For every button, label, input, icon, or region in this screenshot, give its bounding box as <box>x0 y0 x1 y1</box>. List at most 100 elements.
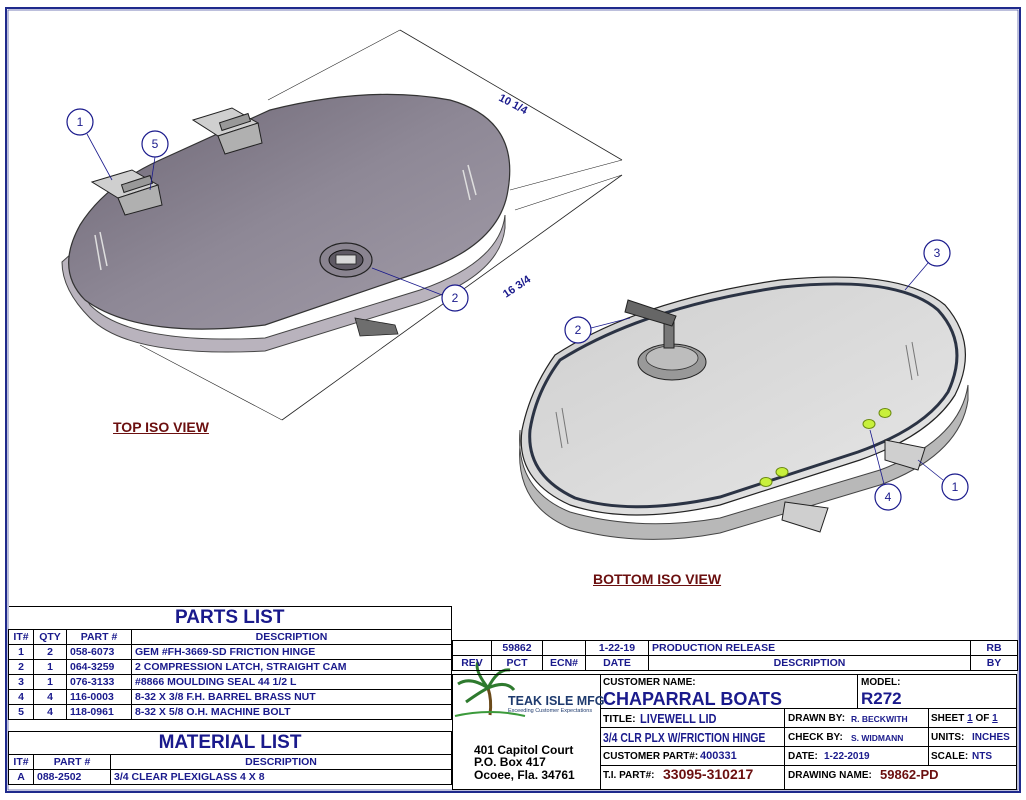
customer-label: CUSTOMER NAME: <box>603 677 696 688</box>
check-by-value: S. WIDMANN <box>851 733 904 743</box>
balloon-top-2: 2 <box>371 267 469 312</box>
balloon-top-1-label: 1 <box>77 115 84 129</box>
sheet-label: SHEET <box>931 713 965 724</box>
company-address-3: Ocoee, Fla. 34761 <box>474 768 575 782</box>
company-address-2: P.O. Box 417 <box>474 755 546 769</box>
ti-part-value: 33095-310217 <box>663 766 754 782</box>
parts-col-qty: QTY <box>33 629 67 645</box>
cell: 2 <box>8 659 34 675</box>
revision-header-row: REV PCT ECN# DATE DESCRIPTION BY <box>452 655 1018 671</box>
customer-part-label: CUSTOMER PART#: <box>603 751 699 762</box>
cell: 118-0961 <box>66 704 132 720</box>
material-col-it: IT# <box>8 754 34 770</box>
seal-moulding <box>528 282 959 509</box>
revision-row: 59862 1-22-19 PRODUCTION RELEASE RB <box>452 640 1018 656</box>
cell: 116-0003 <box>66 689 132 705</box>
material-col-desc: DESCRIPTION <box>110 754 452 770</box>
cell: 1 <box>33 674 67 690</box>
sheet-number: 1 <box>967 713 973 724</box>
dim-width-label: 10 1/4 <box>497 92 530 117</box>
parts-col-it: IT# <box>8 629 34 645</box>
title-label: TITLE: <box>603 713 636 725</box>
balloon-bottom-1: 1 <box>917 459 969 501</box>
rev-col-by: BY <box>970 655 1018 671</box>
cell: 088-2502 <box>33 769 111 785</box>
units-value: INCHES <box>972 732 1010 743</box>
balloon-bottom-3-label: 3 <box>934 246 941 260</box>
cell: 8-32 X 3/8 F.H. BARREL BRASS NUT <box>131 689 452 705</box>
parts-col-desc: DESCRIPTION <box>131 629 452 645</box>
sheet-border <box>5 7 1021 793</box>
balloon-bottom-4: 4 <box>869 429 902 511</box>
cell: 2 COMPRESSION LATCH, STRAIGHT CAM <box>131 659 452 675</box>
cell: A <box>8 769 34 785</box>
rev-col-rev: REV <box>452 655 492 671</box>
date-label: DATE: <box>788 751 818 762</box>
parts-list-title: PARTS LIST <box>8 606 452 630</box>
scale-value: NTS <box>972 751 992 762</box>
cell: 3/4 CLEAR PLEXIGLASS 4 X 8 <box>110 769 452 785</box>
customer-part-value: 400331 <box>700 750 737 762</box>
dim-length-label: 16 3/4 <box>501 273 534 301</box>
balloon-top-1: 1 <box>66 108 113 181</box>
balloon-top-5: 5 <box>141 130 169 191</box>
balloon-bottom-2-label: 2 <box>575 323 582 337</box>
top-iso-view-title: TOP ISO VIEW <box>113 419 209 435</box>
drawing-name-label: DRAWING NAME: <box>788 770 872 781</box>
title-value-2: 3/4 CLR PLX W/FRICTION HINGE <box>603 730 766 745</box>
cell: 8-32 X 5/8 O.H. MACHINE BOLT <box>131 704 452 720</box>
cell: 058-6073 <box>66 644 132 660</box>
cell: #8866 MOULDING SEAL 44 1/2 L <box>131 674 452 690</box>
drawn-by-value: R. BECKWITH <box>851 714 908 724</box>
rev-col-ecn: ECN# <box>542 655 586 671</box>
rev-col-desc: DESCRIPTION <box>648 655 971 671</box>
customer-name: CHAPARRAL BOATS <box>603 689 782 709</box>
company-address-1: 401 Capitol Court <box>474 743 574 757</box>
balloon-bottom-3: 3 <box>904 239 951 291</box>
cell: PRODUCTION RELEASE <box>648 640 971 656</box>
hinge-top-left <box>90 169 163 216</box>
cell <box>542 640 586 656</box>
sheet-field: SHEET 1 OF 1 <box>931 713 998 724</box>
model-value: R272 <box>861 689 902 708</box>
cell: 1 <box>33 659 67 675</box>
cell: 3 <box>8 674 34 690</box>
balloon-bottom-4-label: 4 <box>885 490 892 504</box>
ti-part-label: T.I. PART#: <box>603 770 655 781</box>
company-name: TEAK ISLE MFG <box>508 694 605 708</box>
drawn-by-label: DRAWN BY: <box>788 713 846 724</box>
balloon-top-5-label: 5 <box>152 137 159 151</box>
cell: 4 <box>33 704 67 720</box>
cell: 4 <box>33 689 67 705</box>
cell: 1-22-19 <box>585 640 649 656</box>
rev-col-date: DATE <box>585 655 649 671</box>
lid-bottom-surface <box>520 276 966 516</box>
balloon-bottom-1-label: 1 <box>952 480 959 494</box>
bottom-iso-view-title: BOTTOM ISO VIEW <box>593 571 722 587</box>
units-label: UNITS: <box>931 732 965 743</box>
check-by-label: CHECK BY: <box>788 732 843 743</box>
parts-col-part: PART # <box>66 629 132 645</box>
material-list-title: MATERIAL LIST <box>8 731 452 755</box>
model-label: MODEL: <box>861 677 901 688</box>
cell: 4 <box>8 689 34 705</box>
material-col-part: PART # <box>33 754 111 770</box>
palm-tree-logo <box>454 661 526 717</box>
bottom-iso-drawing: 3 2 1 4 <box>519 239 969 540</box>
lid-top-surface <box>68 93 511 330</box>
sheet-of: OF <box>975 713 990 724</box>
top-iso-drawing: 10 1/4 16 3/4 1 5 2 <box>61 29 623 421</box>
hinge-top-right <box>191 107 263 155</box>
cell: 2 <box>33 644 67 660</box>
rev-col-pct: PCT <box>491 655 543 671</box>
